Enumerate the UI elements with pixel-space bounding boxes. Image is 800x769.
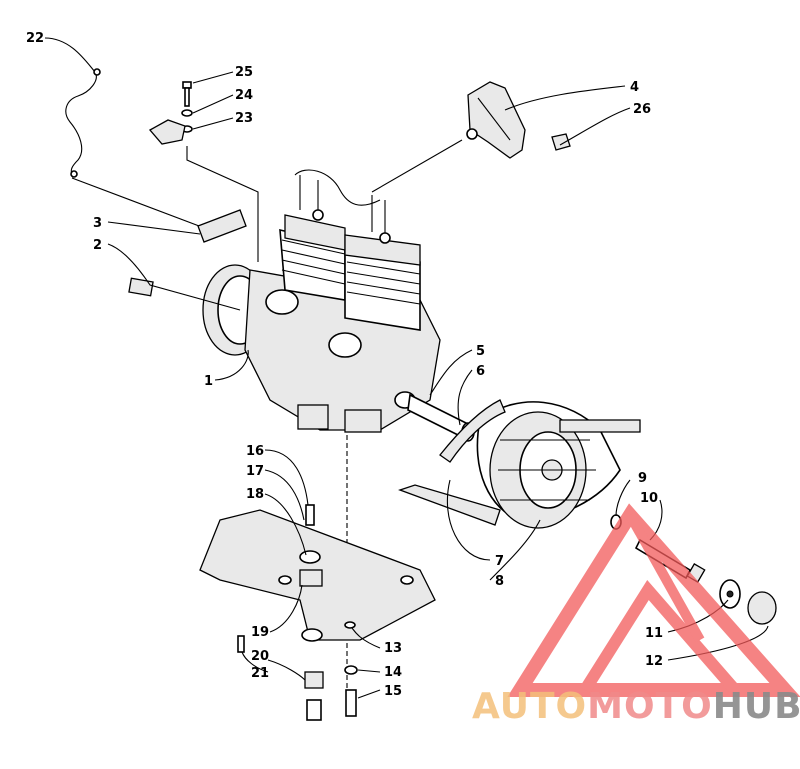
callout-24: 24: [235, 88, 253, 103]
callout-26: 26: [633, 102, 651, 117]
callout-14: 14: [384, 665, 402, 680]
callout-18: 18: [246, 487, 264, 502]
callout-12: 12: [645, 654, 663, 669]
callout-23: 23: [235, 111, 253, 126]
callout-17: 17: [246, 464, 264, 479]
callout-25: 25: [235, 65, 253, 80]
housing-cover-part: [371, 81, 571, 193]
decal-parts: [128, 209, 247, 297]
callout-11: 11: [645, 626, 663, 641]
callout-1: 1: [204, 374, 213, 389]
mounting-plate-part: [199, 504, 436, 721]
callout-13: 13: [384, 641, 402, 656]
clutch-bolt-part: [610, 514, 777, 625]
callout-20: 20: [251, 649, 269, 664]
callout-7: 7: [495, 554, 504, 569]
bolt-part: [148, 81, 259, 262]
callout-labels: 22 25 24 23 4 26 3 2 1 5 6 16 17 18 9 10…: [26, 31, 663, 699]
callout-4: 4: [630, 80, 639, 95]
cable-part: [44, 37, 216, 233]
callout-16: 16: [246, 444, 264, 459]
callout-3: 3: [93, 216, 102, 231]
callout-19: 19: [251, 625, 269, 640]
callout-9: 9: [638, 471, 647, 486]
callout-21: 21: [251, 666, 269, 681]
engine-part: [202, 169, 441, 690]
callout-6: 6: [476, 364, 485, 379]
callout-15: 15: [384, 684, 402, 699]
callout-22: 22: [26, 31, 44, 46]
callout-10: 10: [640, 491, 658, 506]
callout-5: 5: [476, 344, 485, 359]
callout-8: 8: [495, 574, 504, 589]
callout-2: 2: [93, 238, 102, 253]
clutch-part: [398, 399, 641, 529]
